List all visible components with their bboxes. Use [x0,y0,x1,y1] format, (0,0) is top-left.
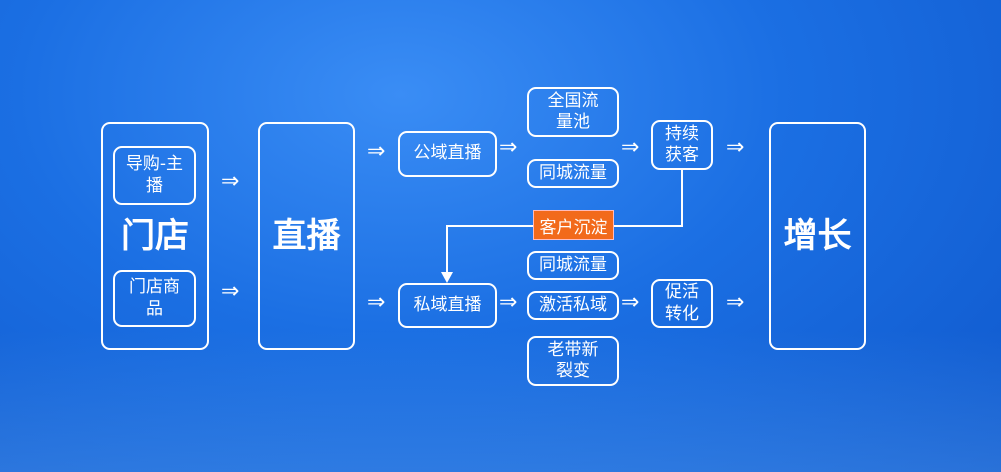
arrow-icon: ⇒ [726,290,745,315]
store-label: 门店 [121,215,189,256]
arrow-icon: ⇒ [221,279,240,304]
referral-box: 老带新裂变 [527,336,619,386]
store-box: 门店 [101,122,209,350]
arrow-icon: ⇒ [367,139,386,164]
activate-private-box: 激活私域 [527,291,619,320]
arrow-icon: ⇒ [621,290,640,315]
city-traffic-box-2: 同城流量 [527,251,619,280]
arrow-icon: ⇒ [726,135,745,160]
acquire-box: 持续获客 [651,120,713,170]
growth-box: 增长 [769,122,866,350]
arrow-icon: ⇒ [499,290,518,315]
live-box: 直播 [258,122,355,350]
arrow-icon: ⇒ [221,169,240,194]
arrow-down-icon [441,272,453,283]
convert-box: 促活转化 [651,279,713,328]
goods-box: 门店商品 [113,270,196,327]
city-traffic-box-1: 同城流量 [527,159,619,188]
public-live-box: 公域直播 [398,131,497,177]
guide-box: 导购-主播 [113,146,196,205]
private-live-box: 私域直播 [398,283,497,328]
arrow-icon: ⇒ [499,135,518,160]
national-pool-box: 全国流量池 [527,87,619,137]
arrow-icon: ⇒ [367,290,386,315]
customer-retention-label: 客户沉淀 [533,210,614,240]
arrow-icon: ⇒ [621,135,640,160]
